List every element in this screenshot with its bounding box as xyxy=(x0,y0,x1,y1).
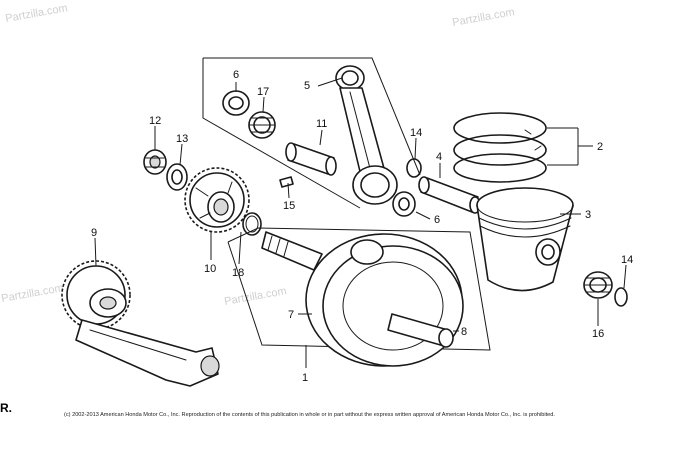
watermark: Partzilla.com xyxy=(0,282,64,305)
callout-14-top: 14 xyxy=(410,127,422,139)
callout-7: 7 xyxy=(288,309,294,321)
callout-1: 1 xyxy=(302,372,308,384)
callout-12: 12 xyxy=(149,115,161,127)
part-3-piston xyxy=(476,187,574,292)
callout-10: 10 xyxy=(204,263,216,275)
part-4-piston-pin xyxy=(418,176,481,214)
callout-2: 2 xyxy=(597,141,603,153)
part-10-gear xyxy=(184,167,250,233)
callout-5: 5 xyxy=(304,80,310,92)
callout-3: 3 xyxy=(585,209,591,221)
callout-17: 17 xyxy=(257,86,269,98)
callouts: 6 17 5 11 12 13 14 4 2 3 6 15 10 18 9 7 … xyxy=(91,69,633,384)
part-6-washer-top xyxy=(222,90,250,116)
callout-8: 8 xyxy=(461,326,467,338)
callout-6-top: 6 xyxy=(233,69,239,81)
part-18-ring xyxy=(242,212,262,236)
part-6-washer-right xyxy=(392,191,416,217)
part-11-pin xyxy=(285,142,337,176)
part-13-washer xyxy=(166,163,188,191)
callout-15: 15 xyxy=(283,200,295,212)
part-7-crankshaft xyxy=(261,231,464,367)
part-2-rings xyxy=(453,112,547,183)
part-17-bearing xyxy=(248,111,276,139)
part-5-conrod xyxy=(335,65,398,205)
callout-13: 13 xyxy=(176,133,188,145)
callout-9: 9 xyxy=(91,227,97,239)
part-14-clip-top xyxy=(406,158,422,178)
part-14-clip-right xyxy=(614,287,628,307)
leader-lines xyxy=(94,77,627,368)
watermark: Partzilla.com xyxy=(451,6,515,29)
callout-4: 4 xyxy=(436,151,442,163)
watermark: Partzilla.com xyxy=(223,285,287,308)
callout-16: 16 xyxy=(592,328,604,340)
part-9-balancer xyxy=(61,260,220,387)
corner-mark: R. xyxy=(0,401,12,415)
part-12-nut xyxy=(143,149,167,175)
copyright-notice: (c) 2002-2013 American Honda Motor Co., … xyxy=(64,412,555,418)
callout-14-right: 14 xyxy=(621,254,633,266)
callout-11: 11 xyxy=(316,118,327,130)
part-15-key xyxy=(279,176,294,188)
watermark: Partzilla.com xyxy=(4,2,68,25)
callout-6-right: 6 xyxy=(434,214,440,226)
callout-18: 18 xyxy=(232,267,244,279)
assembly-frame xyxy=(202,57,491,351)
part-16-bearing xyxy=(583,271,613,299)
